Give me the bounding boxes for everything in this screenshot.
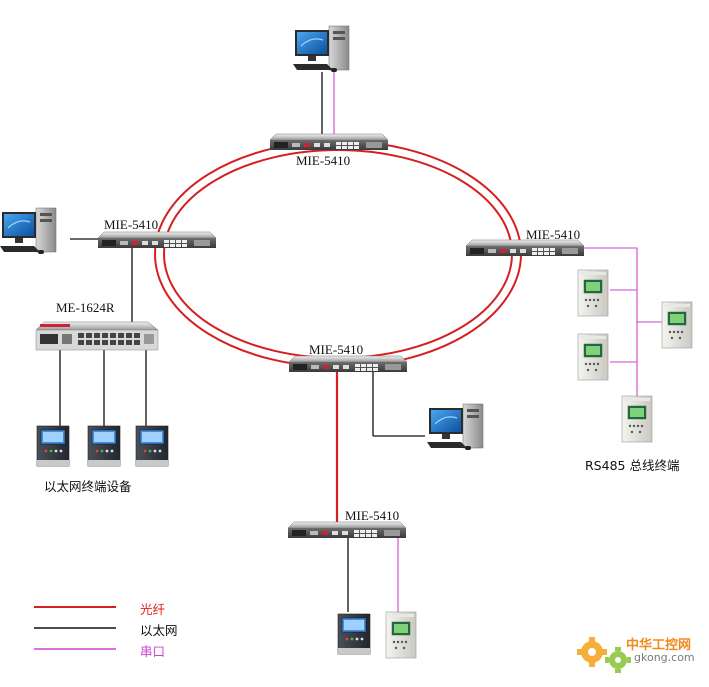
label-switch-top: MIE-5410 <box>296 153 351 168</box>
serial-rs485-bus <box>577 247 638 405</box>
label-switch-left: MIE-5410 <box>104 217 159 232</box>
ethernet-terminal-bottom[interactable] <box>337 613 371 655</box>
ethernet-terminal-3[interactable] <box>135 425 169 467</box>
legend <box>34 606 116 650</box>
legend-ethernet-label: 以太网 <box>140 623 178 638</box>
serial-links <box>333 72 662 612</box>
rs485-terminal-3[interactable] <box>577 333 609 381</box>
label-ethernet-terminals: 以太网终端设备 <box>44 479 132 494</box>
rs485-terminal-bottom[interactable] <box>385 611 417 659</box>
switch-me1624r[interactable] <box>35 321 159 351</box>
watermark-text: 中华工控网 <box>626 638 692 653</box>
label-me1624r: ME-1624R <box>56 300 115 315</box>
pc-left[interactable] <box>0 207 57 255</box>
switch-bottom[interactable] <box>287 521 407 539</box>
rs485-terminal-4[interactable] <box>621 395 653 443</box>
watermark-gears-icon <box>577 637 631 673</box>
ethernet-terminal-2[interactable] <box>87 425 121 467</box>
legend-serial-label: 串口 <box>140 644 166 659</box>
ethernet-terminal-1[interactable] <box>36 425 70 467</box>
label-switch-right: MIE-5410 <box>526 227 581 242</box>
legend-fiber-label: 光纤 <box>140 602 166 617</box>
label-switch-center: MIE-5410 <box>309 342 364 357</box>
rs485-terminal-2[interactable] <box>661 301 693 349</box>
label-switch-bottom: MIE-5410 <box>345 508 400 523</box>
label-rs485-terminals: RS485 总线终端 <box>585 458 680 473</box>
switch-center[interactable] <box>288 355 408 373</box>
ethernet-links <box>59 72 425 612</box>
switch-left[interactable] <box>97 231 217 249</box>
switch-top[interactable] <box>269 133 389 151</box>
watermark-url: gkong.com <box>634 651 695 664</box>
pc-top[interactable] <box>292 25 350 73</box>
rs485-terminal-1[interactable] <box>577 269 609 317</box>
pc-center[interactable] <box>426 403 484 451</box>
